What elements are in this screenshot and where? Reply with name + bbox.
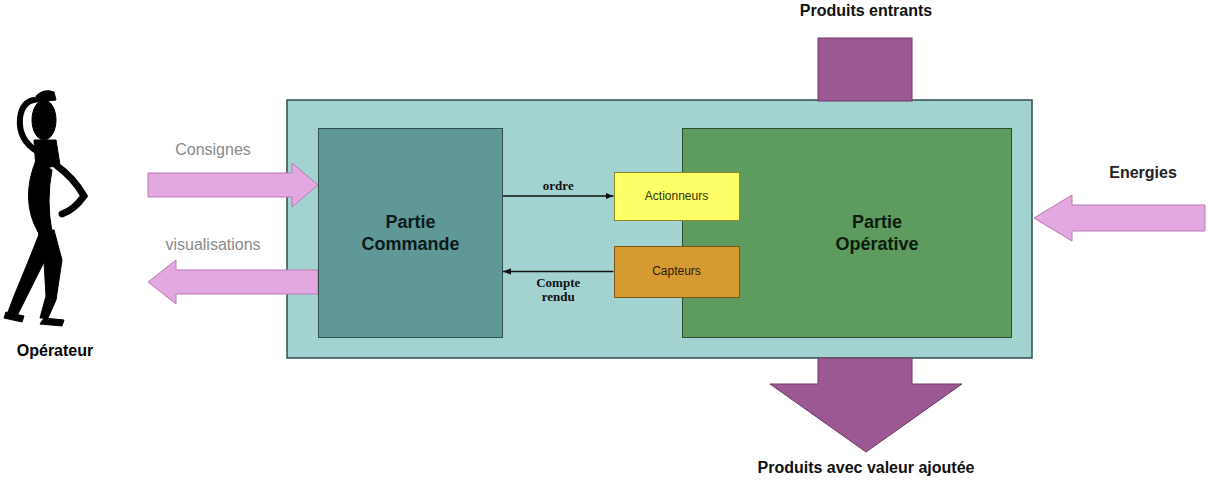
input-arrow: [818, 38, 912, 101]
node-text: Capteurs: [652, 264, 701, 279]
actor-label: Opérateur: [17, 342, 93, 360]
operative-box: Partie OpérativeActionneursCapteurs: [682, 128, 1012, 338]
edge-label: Compte rendu: [532, 276, 584, 304]
node-text: Actionneurs: [645, 189, 708, 204]
control-box: Partie Commande: [318, 128, 503, 338]
flow-label: Produits avec valeur ajoutée: [758, 459, 975, 477]
flow-label: visualisations: [165, 236, 260, 254]
actuator-box: Actionneurs: [614, 172, 740, 221]
energy-arrow: [1034, 195, 1205, 241]
edge-label: ordre: [528, 179, 588, 193]
operator-figure: [4, 91, 84, 326]
instruction-arrow: [148, 163, 318, 207]
flow-label: Energies: [1109, 164, 1177, 182]
flow-label: Consignes: [175, 141, 251, 159]
flow-label: Produits entrants: [800, 2, 932, 20]
system-box: [287, 100, 1032, 358]
signal-arrow: [503, 271, 614, 273]
node-text: Partie Opérative: [817, 211, 937, 255]
node-text: Partie Commande: [356, 211, 466, 255]
output-arrow: [770, 358, 962, 452]
signal-arrow: [503, 195, 614, 197]
display-arrow: [148, 260, 318, 304]
sensor-box: Capteurs: [614, 246, 740, 298]
